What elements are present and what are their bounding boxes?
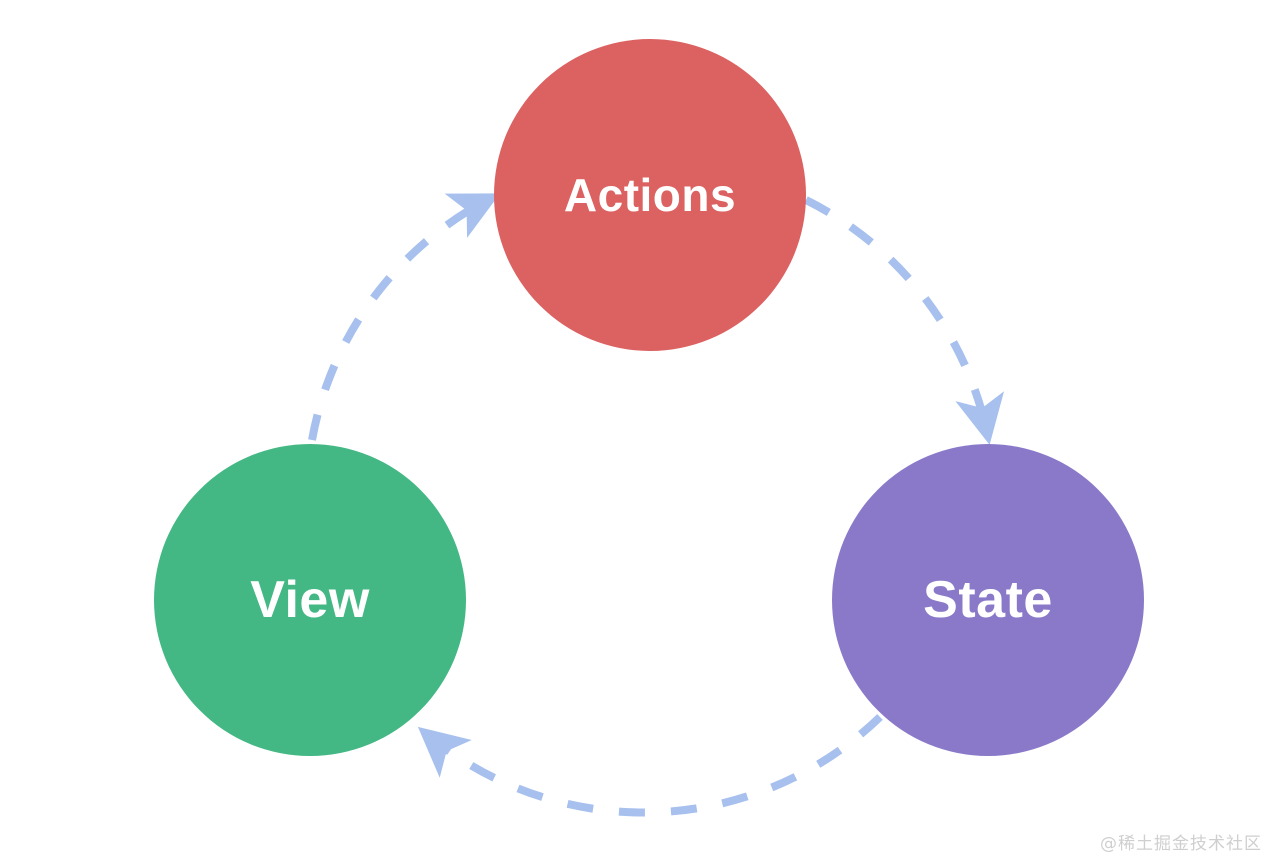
node-actions[interactable]: Actions [494,39,806,351]
state-label: State [923,571,1053,629]
edge-actions-to-state [804,196,1005,445]
actions-circle[interactable] [494,39,806,351]
view-label: View [250,571,370,629]
node-view[interactable]: View [154,444,466,756]
watermark-text: @稀土掘金技术社区 [1100,834,1262,854]
edge-view-to-actions [308,193,501,441]
view-circle[interactable] [154,444,466,756]
actions-label: Actions [564,169,736,221]
edge-state-to-view [417,714,883,817]
edge-group [308,193,1005,817]
state-circle[interactable] [832,444,1144,756]
node-state[interactable]: State [832,444,1144,756]
